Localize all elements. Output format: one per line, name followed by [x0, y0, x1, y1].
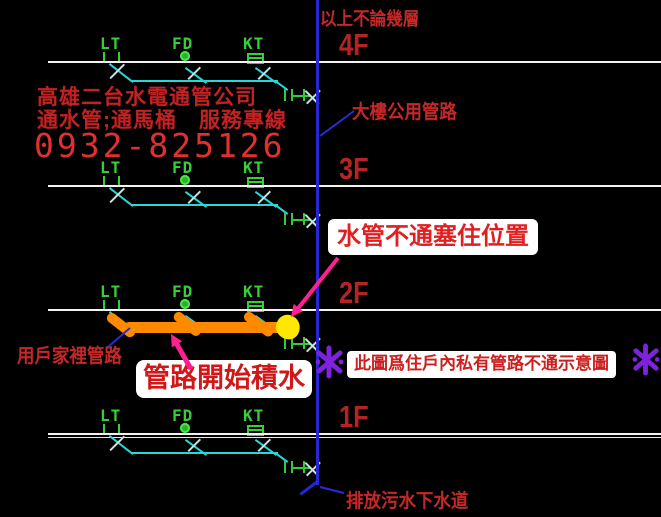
floor-line — [48, 185, 661, 187]
floor-unit-3f: 3F LT FD KT — [0, 151, 661, 232]
floor-label: 2F — [339, 275, 369, 310]
floor-line — [48, 309, 661, 311]
main-stack-outlet — [299, 480, 318, 496]
floor-drain-symbol — [180, 175, 190, 185]
ground-line — [48, 437, 661, 438]
drain-pipe — [275, 81, 289, 91]
kitchen-symbol — [247, 301, 264, 312]
fixture-label-kt: KT — [243, 158, 265, 177]
sewer-label: 排放污水下水道 — [346, 491, 469, 512]
trap-symbol — [303, 89, 305, 101]
trap-symbol — [284, 337, 286, 349]
top-note-label: 以上不論幾層 — [320, 9, 420, 29]
floor-label: 4F — [339, 27, 369, 62]
floor-label: 3F — [339, 151, 369, 186]
fixture-label-lt: LT — [100, 34, 122, 53]
kitchen-symbol — [247, 53, 264, 64]
fixture-label-lt: LT — [100, 406, 122, 425]
floor-unit-1f: 1F LT FD KT — [0, 399, 661, 480]
kitchen-symbol — [247, 177, 264, 188]
drain-pipe — [275, 453, 289, 463]
shared-pipe-label: 大樓公用管路 — [352, 102, 457, 123]
trap-symbol — [291, 219, 311, 221]
floor-label: 1F — [339, 399, 369, 434]
shared-pipe-leader — [319, 110, 355, 137]
company-phone: 0932-825126 — [34, 126, 286, 165]
floor-line — [48, 433, 661, 435]
company-name: 高雄二台水電通管公司 — [37, 86, 257, 109]
floor-drain-symbol — [180, 423, 190, 433]
collector-pipe — [132, 204, 278, 206]
drain-pipe — [275, 205, 289, 215]
fixture-label-lt: LT — [100, 282, 122, 301]
star-doodle-icon — [632, 343, 660, 376]
household-pipe-label: 用戶家裡管路 — [17, 346, 122, 367]
kitchen-symbol — [247, 425, 264, 436]
fixture-label-fd: FD — [172, 282, 194, 301]
trap-symbol — [284, 461, 286, 473]
fixture-label-lt: LT — [100, 158, 122, 177]
trap-symbol — [303, 337, 305, 349]
trap-symbol — [291, 343, 311, 345]
collector-pipe — [132, 452, 278, 454]
sewer-leader — [319, 486, 345, 494]
main-stack-pipe — [316, 0, 319, 485]
star-doodle-icon — [315, 345, 344, 379]
clogged-pipe-highlight — [124, 322, 286, 333]
floor-unit-4f: 4F LT FD KT — [0, 27, 661, 108]
company-services: 通水管;通馬桶 服務專線 — [37, 109, 287, 132]
fixture-label-kt: KT — [243, 406, 265, 425]
fixture-label-fd: FD — [172, 158, 194, 177]
trap-symbol — [284, 89, 286, 101]
diagram-note: 此圖爲住戶內私有管路不通示意圖 — [347, 351, 616, 378]
trap-symbol — [291, 467, 311, 469]
trap-symbol — [291, 95, 311, 97]
floor-drain-symbol — [180, 299, 190, 309]
floor-drain-symbol — [180, 51, 190, 61]
water-accumulation-callout: 管路開始積水 — [136, 360, 312, 398]
blockage-position-callout: 水管不通塞住位置 — [328, 219, 538, 256]
fixture-label-kt: KT — [243, 34, 265, 53]
fixture-label-fd: FD — [172, 34, 194, 53]
collector-pipe — [132, 80, 278, 82]
trap-symbol — [303, 213, 305, 225]
trap-symbol — [284, 213, 286, 225]
floor-line — [48, 61, 661, 63]
trap-symbol — [303, 461, 305, 473]
fixture-label-fd: FD — [172, 406, 194, 425]
fixture-label-kt: KT — [243, 282, 265, 301]
